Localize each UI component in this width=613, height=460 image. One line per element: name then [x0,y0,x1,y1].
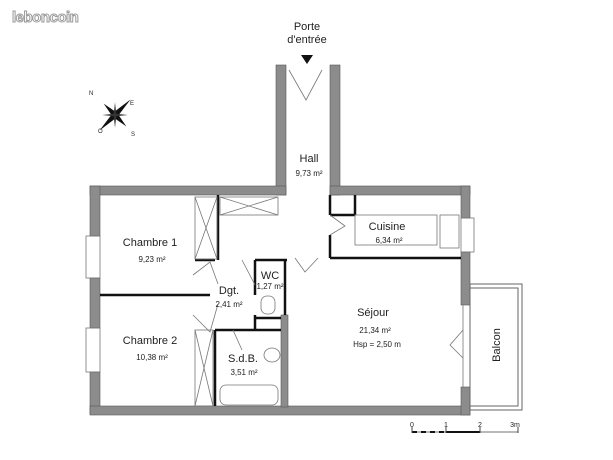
room-label-sejour: Séjour [357,307,389,319]
scale-tick-1: 1 [444,422,448,429]
room-area-sdb: 3,51 m² [230,368,257,377]
room-area-wc: 1,27 m² [256,282,283,291]
compass-s: S [131,132,135,138]
toilet-icon [260,295,276,315]
room-label-wc: WC [261,270,279,282]
washbasin-icon [263,347,281,363]
closets [194,196,279,407]
entrance-arrow-icon [301,55,313,64]
room-area-dgt: 2,41 m² [215,300,242,309]
scale-bar: 0 1 2 3m [410,422,520,433]
room-label-chambre1: Chambre 1 [123,237,177,249]
scale-tick-3: 3m [510,422,520,429]
entrance-label-line2: d'entrée [287,34,326,46]
scale-tick-0: 0 [410,422,414,429]
room-area-chambre1: 9,23 m² [138,255,165,264]
room-label-sdb: S.d.B. [228,353,258,365]
ceiling-height: Hsp = 2,50 m [353,340,401,349]
room-area-cuisine: 6,34 m² [375,236,402,245]
bathtub-icon [219,384,279,406]
room-area-chambre2: 10,38 m² [136,353,168,362]
kitchen-counter [354,214,438,246]
entrance-label-line1: Porte [294,21,320,33]
interior-doors [192,214,464,359]
room-label-chambre2: Chambre 2 [123,335,177,347]
compass-e: E [130,101,134,107]
scale-tick-2: 2 [478,422,482,429]
exterior-walls [89,64,471,416]
kitchen-sink-icon [439,214,460,249]
room-label-balcon: Balcon [491,328,503,362]
room-area-sejour: 21,34 m² [359,326,391,335]
leboncoin-watermark: leboncoin [11,9,79,27]
entry-door [288,69,323,101]
room-area-hall: 9,73 m² [295,169,322,178]
interior-walls [100,195,461,406]
compass-n: N [89,91,93,97]
room-label-dgt: Dgt. [219,285,239,297]
windows [85,217,475,387]
room-label-cuisine: Cuisine [369,221,406,233]
room-label-hall: Hall [300,153,319,165]
compass-o: O [98,129,103,135]
